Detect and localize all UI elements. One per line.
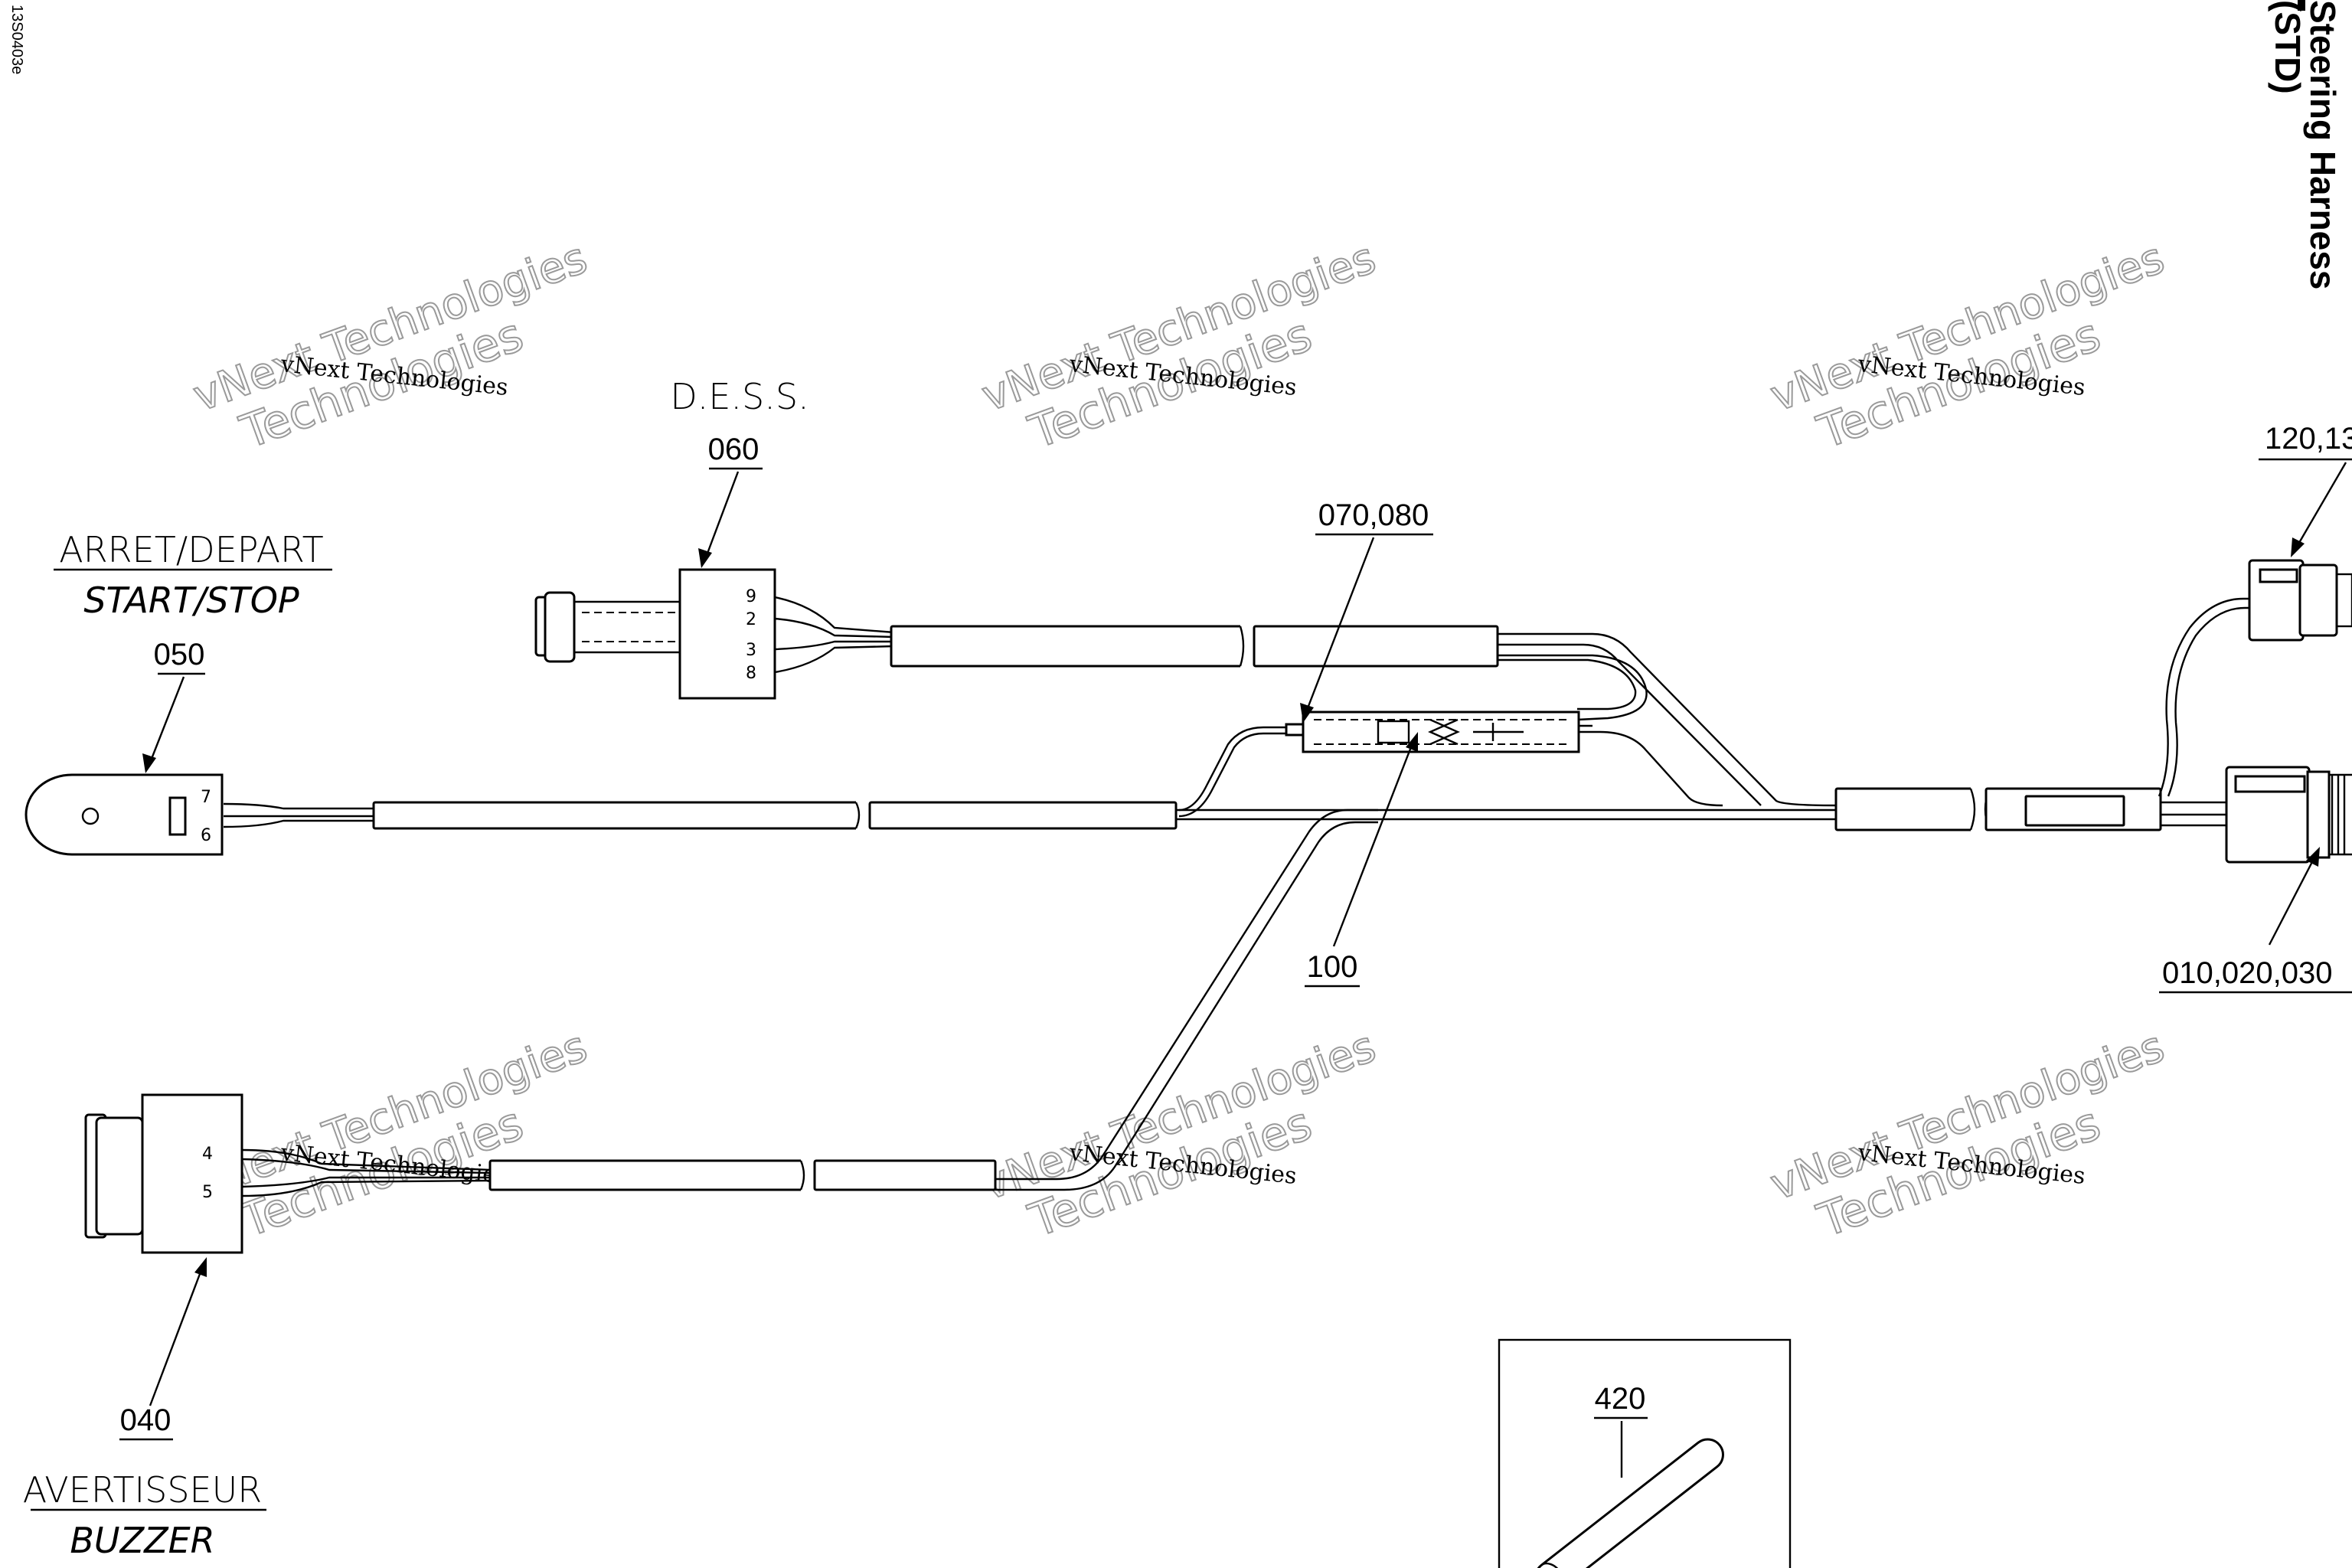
- label-avertisseur: AVERTISSEUR: [23, 1469, 262, 1511]
- part-number-070-080: 070,080: [1318, 498, 1429, 532]
- watermark: vNext Technologies Technologies vNext Te…: [186, 1021, 594, 1250]
- label-start-stop-en: START/STOP: [83, 580, 299, 621]
- part-number-010-020-030: 010,020,030: [2162, 956, 2332, 990]
- buzzer[interactable]: 4 5: [84, 1093, 243, 1254]
- watermark: vNext Technologies Technologies vNext Te…: [186, 233, 594, 461]
- dess-pin-3: 3: [746, 641, 756, 660]
- callout-050: 050: [142, 638, 205, 773]
- dess-pin-8: 8: [746, 664, 756, 683]
- watermark: vNext Technologies Technologies vNext Te…: [975, 233, 1383, 461]
- callout-060: 060 D.E.S.S.: [670, 376, 809, 568]
- callout-010-020-030: 010,020,030: [2159, 847, 2352, 994]
- part-number-120-13: 120,13: [2265, 422, 2352, 456]
- buzzer-pin-5: 5: [202, 1183, 213, 1202]
- callout-100: 100: [1305, 732, 1418, 988]
- buzzer-pin-4: 4: [202, 1145, 213, 1164]
- drawing-code: 13S0403e: [8, 5, 25, 74]
- main-trunk: [223, 782, 2228, 836]
- part-number-050: 050: [154, 638, 205, 671]
- title-line-2: (STD): [2268, 0, 2308, 94]
- watermark: vNext Technologies Technologies vNext Te…: [975, 1021, 1383, 1250]
- title-line-1: Steering Harness: [2303, 0, 2343, 289]
- start-stop-switch[interactable]: 7 6: [24, 773, 224, 856]
- watermark: vNext Technologies Technologies vNext Te…: [1763, 233, 2171, 461]
- top-connector[interactable]: [2158, 559, 2352, 797]
- callout-070-080: 070,080: [1300, 498, 1433, 723]
- label-buzzer: AVERTISSEUR BUZZER: [23, 1469, 266, 1561]
- dess-pin-2: 2: [746, 610, 756, 629]
- start-stop-pin-7: 7: [201, 788, 211, 807]
- buzzer-branch: [241, 808, 1378, 1197]
- part-number-100: 100: [1307, 950, 1358, 984]
- part-number-040: 040: [120, 1403, 172, 1437]
- callout-120-13: 120,13: [2259, 422, 2352, 557]
- callout-040: 040: [119, 1257, 207, 1441]
- sleeve-detail[interactable]: 420: [1498, 1338, 1792, 1568]
- label-dess: D.E.S.S.: [670, 376, 808, 417]
- title-block: Steering Harness (STD): [2268, 0, 2343, 289]
- watermarks: vNext Technologies Technologies vNext Te…: [186, 233, 2171, 1250]
- fuse-holder[interactable]: [1178, 710, 1723, 818]
- main-connector[interactable]: [2225, 766, 2352, 864]
- label-arret-depart: ARRET/DEPART: [59, 529, 324, 570]
- dess-pin-9: 9: [746, 587, 756, 606]
- label-start-stop: ARRET/DEPART START/STOP: [54, 529, 332, 621]
- watermark: vNext Technologies Technologies vNext Te…: [1763, 1021, 2171, 1250]
- label-buzzer-en: BUZZER: [70, 1520, 214, 1561]
- part-number-420: 420: [1595, 1382, 1646, 1416]
- dess-connector[interactable]: 9 2 3 8: [534, 568, 1837, 807]
- start-stop-pin-6: 6: [201, 826, 211, 845]
- part-number-060: 060: [708, 433, 760, 466]
